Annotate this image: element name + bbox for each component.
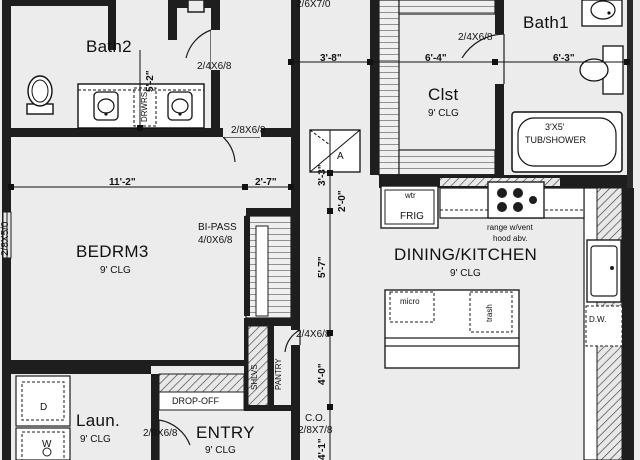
wall-right-upper [627,0,633,188]
bath1-tub [511,111,623,173]
door-laundry: 2/8X6/8 [143,428,178,439]
dim-top-partial: 2/6X7/0 [296,0,331,10]
pantry-door-swing [284,329,301,353]
wall-bath2-bottom [11,128,223,137]
wall-bath2-top-left [11,0,111,6]
wall-right-exterior [622,188,634,460]
dim-closet-width: 6'-4" [425,53,447,64]
door-closet: 2/4X6/8 [458,32,493,43]
room-bath2-name: Bath2 [86,37,132,56]
room-bath1-name: Bath1 [523,13,569,32]
wall-hall-left-lower [291,345,300,460]
wall-pantry-top [244,318,300,326]
laundry-door-swing [158,419,191,460]
fixture-shelves: SHLVS [250,364,259,390]
door-bath2-hall: 2/8X6/8 [231,125,266,136]
bath2-vanity [77,83,205,129]
kitchen-island [384,289,520,369]
door-pantry: 2/4X6/8 [296,329,331,340]
dim-vert-b: 2'-0" [337,190,348,212]
bath1-toilet [579,45,624,95]
room-entry-ceiling: 9' CLG [205,445,236,456]
fixture-dropoff: DROP-OFF [172,396,219,406]
room-bedroom3-name: BEDRM3 [76,242,149,261]
room-entry-name: ENTRY [196,423,255,442]
dishwasher [585,305,623,347]
fixture-tub-type: TUB/SHOWER [525,135,587,145]
closet-shelf-left [378,0,400,176]
dimension-ticks [8,59,630,410]
dim-vert-a: 3'-3" [317,164,328,186]
wall-closet-right-lower [495,84,504,188]
dim-hall-width: 3'-8" [320,53,342,64]
wall-hall-left [291,0,300,330]
door-bath2: 2/4X6/8 [197,61,232,72]
dim-bottom-vert: 4'-1" [317,438,328,460]
fixture-dishwasher: D.W. [589,315,607,324]
wall-closet-right [495,0,504,34]
fixture-pantry: PANTRY [274,358,283,390]
fixture-tub-size: 3'X5' [545,122,565,132]
closet-door-swing [461,33,505,84]
door-bipass-size: 4/0X6/8 [198,235,233,246]
fixture-micro: micro [400,297,420,306]
bath2-toilet [26,75,54,115]
door-bipass-label: BI-PASS [198,222,237,233]
fixture-washer: W [42,439,52,450]
room-laundry-name: Laun. [76,411,121,430]
door-co-label: C.O. [305,413,326,424]
dim-bedroom-width: 11'-2" [109,177,136,188]
window-bedroom-label: 2/8X5/0 [0,221,11,256]
wall-bedroom-bottom [11,360,151,368]
fixture-trash: trash [485,304,494,322]
dim-vert-d: 4'-0" [317,363,328,385]
wall-entry-right [291,410,300,460]
wall-bedroom-closet-top [246,208,291,216]
closet-shelf-bottom [398,149,496,176]
room-kitchen-name: DINING/KITCHEN [394,245,538,264]
closet-shelf-top [398,0,496,15]
wall-closet-upper [168,0,177,40]
dryer [15,375,71,427]
fixture-fridge-wtr: wtr [405,191,416,200]
fridge [380,185,439,229]
kitchen-sink [586,239,622,303]
washer [15,427,71,460]
room-closet-ceiling: 9' CLG [428,108,459,119]
dim-bath1-width: 6'-3" [553,53,575,64]
bath2-hall-door-swing [222,136,260,163]
dim-vert-c: 5'-7" [317,256,328,278]
room-kitchen-ceiling: 9' CLG [450,268,481,279]
wall-laundry-right [151,374,159,460]
room-closet-name: Clst [428,85,459,104]
fixture-drawers: DRWRS [140,91,149,122]
dim-hall-small: 2'-7" [255,177,277,188]
room-bedroom3-ceiling: 9' CLG [100,265,131,276]
fixture-dryer: D [40,402,48,413]
fixture-chase-a: A [337,151,344,162]
wall-laundry-top [11,368,151,374]
wall-hall-right [370,0,379,175]
wall-bath2-partition [108,0,116,50]
fixture-range-hood: hood abv. [493,234,528,243]
fixture-fridge: FRIG [400,211,424,222]
bath1-sink [581,0,623,27]
room-laundry-ceiling: 9' CLG [80,434,111,445]
dim-bath2-vert: 5'-2" [145,70,156,92]
door-co-size: 2/8X7/8 [298,425,333,436]
fixture-range: range w/vent [487,223,533,232]
